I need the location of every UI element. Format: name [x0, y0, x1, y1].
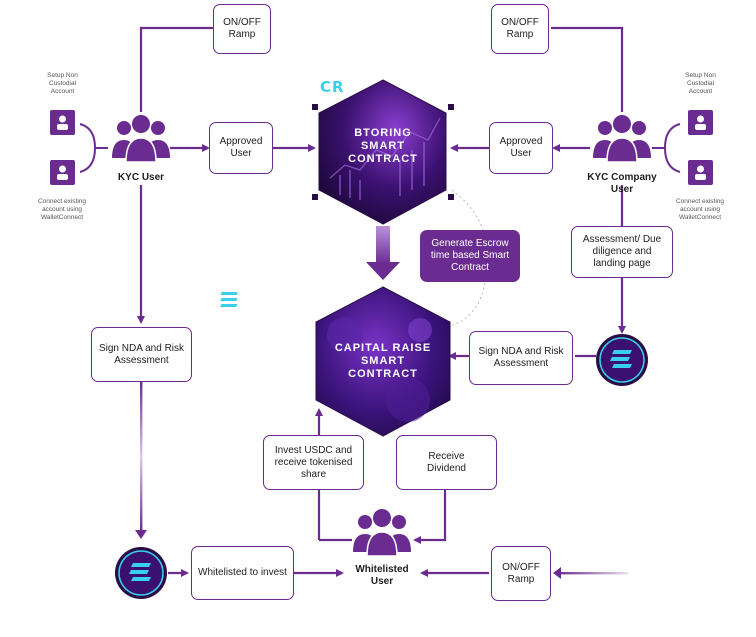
kyc-user-label: KYC User: [117, 172, 165, 183]
escrow-box: Generate Escrow time based Smart Contrac…: [420, 230, 520, 282]
ramp-bottom-right-box: ON/OFF Ramp: [491, 546, 551, 601]
approved-user-right-box: Approved User: [489, 122, 553, 174]
setup-right-text: Setup Non Custodial Account: [685, 72, 716, 95]
ramp-right-to-company-line: [551, 26, 624, 112]
dividend-box: Receive Dividend: [396, 435, 497, 490]
capital-hexagon: [315, 286, 451, 437]
kyc-company-user-icon: [593, 115, 651, 163]
edge-to-ramp-fade-line: [558, 572, 628, 575]
invest-box: Invest USDC and receive tokenised share: [263, 435, 364, 490]
ramp-top-left-box: ON/OFF Ramp: [213, 4, 271, 54]
ramp-top-right-box: ON/OFF Ramp: [491, 4, 549, 54]
whitelisted-user-icon: [353, 509, 411, 557]
sign-nda-left-box: Sign NDA and Risk Assessment: [91, 327, 192, 382]
setup-account-right-icon: [688, 110, 713, 135]
connect-account-left-icon: [50, 160, 75, 185]
ramp-left-to-user-line: [139, 26, 213, 112]
kyc-company-user-label: KYC Company User: [587, 172, 657, 195]
connect-account-right-icon: [688, 160, 713, 185]
dividend-to-user-line: [413, 490, 447, 544]
capital-title: CAPITAL RAISE SMART CONTRACT: [334, 342, 432, 380]
connect-right-text: Connect existing account using WalletCon…: [675, 198, 725, 221]
cr-logo: CR: [320, 78, 345, 96]
btoring-title: BTORING SMART CONTRACT: [348, 127, 418, 165]
badge-right-icon: [596, 334, 648, 386]
nda-to-badge-fade-line: [140, 382, 143, 532]
edge-to-ramp-arrowhead: [553, 567, 561, 579]
sign-nda-right-box: Sign NDA and Risk Assessment: [469, 331, 573, 385]
whitelisted-to-invest-box: Whitelisted to invest: [191, 546, 294, 600]
setup-account-left-icon: [50, 110, 75, 135]
right-bracket: [663, 123, 681, 173]
connect-left-text: Connect existing account using WalletCon…: [37, 198, 87, 221]
connectors: [137, 26, 626, 577]
nda-to-badge-arrowhead: [135, 530, 147, 539]
kyc-user-icon: [112, 115, 170, 163]
badge-left-icon: [115, 547, 167, 599]
whitelisted-user-label: Whitelisted User: [355, 564, 409, 587]
assessment-box: Assessment/ Due diligence and landing pa…: [571, 226, 673, 278]
capital-logo-icon: [220, 292, 238, 307]
approved-user-left-box: Approved User: [209, 122, 273, 174]
setup-left-text: Setup Non Custodial Account: [47, 72, 78, 95]
left-bracket: [79, 123, 97, 173]
btoring-to-capital-arrow: [366, 226, 400, 280]
dotted-arc: [451, 189, 489, 326]
btoring-hexagon: [312, 79, 454, 225]
